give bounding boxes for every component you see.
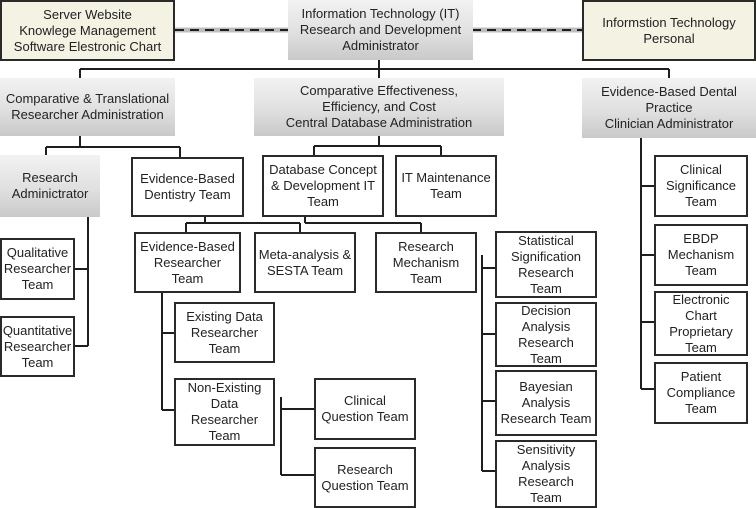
statistical-signification-team-box: Statistical Signification Research Team <box>495 231 597 298</box>
clinical-significance-team-box: Clinical Significance Team <box>654 155 748 217</box>
sensitivity-analysis-team-box: Sensitivity Analysis Research Team <box>495 440 597 508</box>
connector-right-admin <box>640 138 655 390</box>
electronic-chart-proprietary-team-box: Electronic Chart Proprietary Team <box>654 291 748 356</box>
eb-researcher-team-box: Evidence-Based Researcher Team <box>134 232 241 293</box>
connector-research-mechanism <box>481 255 496 472</box>
quantitative-team-box: Quantitative Researcher Team <box>0 316 75 377</box>
bayesian-analysis-team-box: Bayesian Analysis Research Team <box>495 370 597 436</box>
ebd-team-box: Evidence-Based Dentistry Team <box>131 157 244 217</box>
connector-db-concept <box>304 216 422 233</box>
comparative-translational-admin-box: Comparative & Translational Researcher A… <box>0 78 175 136</box>
connector-top-level2 <box>79 60 670 80</box>
decision-analysis-team-box: Decision Analysis Research Team <box>495 302 597 367</box>
it-rd-administrator-box: Information Technology (IT) Research and… <box>288 0 473 60</box>
qualitative-team-box: Qualitative Researcher Team <box>0 238 75 300</box>
clinical-question-team-box: Clinical Question Team <box>314 378 416 440</box>
connector-ebd-team <box>185 216 301 233</box>
it-maintenance-team-box: IT Maintenance Team <box>395 155 497 217</box>
central-database-admin-box: Comparative Effectiveness, Efficiency, a… <box>254 78 504 136</box>
ebdp-clinician-admin-box: Evidence-Based Dental Practice Clinician… <box>582 78 756 138</box>
non-existing-data-team-box: Non-Existing Data Researcher Team <box>174 378 275 446</box>
db-concept-team-box: Database Concept & Development IT Team <box>262 155 384 217</box>
connector-non-existing <box>280 397 315 476</box>
research-administrator-box: Research Adminictrator <box>0 155 100 217</box>
connector-center-admin <box>313 136 442 155</box>
meta-analysis-sesta-team-box: Meta-analysis & SESTA Team <box>254 232 356 293</box>
ebdp-mechanism-team-box: EBDP Mechanism Team <box>654 224 748 286</box>
research-mechanism-team-box: Research Mechanism Team <box>375 232 477 293</box>
patient-compliance-team-box: Patient Compliance Team <box>654 362 748 424</box>
research-question-team-box: Research Question Team <box>314 447 416 508</box>
it-personal-box: Informstion Technology Personal <box>582 0 756 61</box>
connector-left-admin <box>45 136 181 158</box>
server-website-box: Server Website Knowlege Management Softw… <box>0 0 175 61</box>
connector-eb-researcher <box>161 292 175 411</box>
connector-research-admin <box>75 216 89 347</box>
existing-data-team-box: Existing Data Researcher Team <box>174 302 275 363</box>
